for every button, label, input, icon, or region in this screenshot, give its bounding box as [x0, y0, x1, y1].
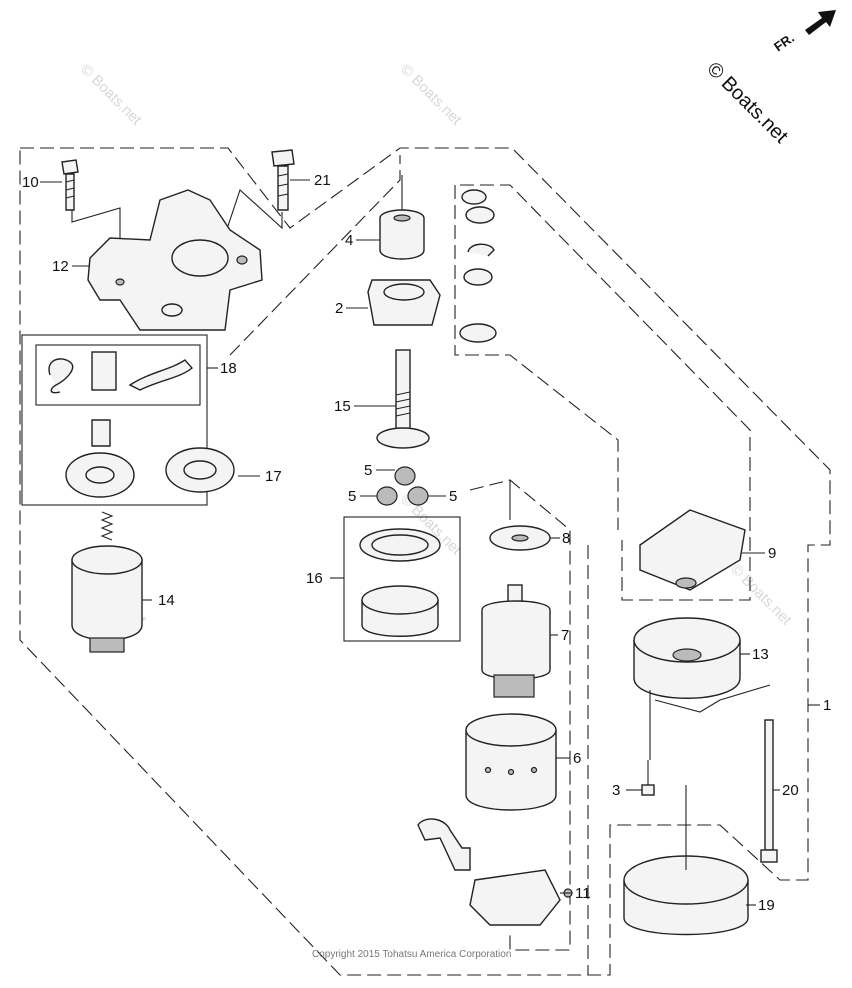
part-3-screw: [641, 760, 655, 796]
callout-12: 12: [52, 258, 69, 275]
seals-and-clips: [459, 189, 497, 343]
callout-5-right: 5: [449, 488, 457, 505]
callout-21: 21: [314, 172, 331, 189]
part-14-solenoid: [71, 511, 143, 653]
part-2-bearing-plate: [367, 279, 441, 326]
callout-14: 14: [158, 592, 175, 609]
part-11-brush-holder: [417, 818, 573, 926]
direction-label: FR.: [771, 30, 797, 54]
callout-17: 17: [265, 468, 282, 485]
part-18-clip-kit: [21, 334, 208, 506]
callout-16: 16: [306, 570, 323, 587]
callout-2: 2: [335, 300, 343, 317]
callout-5-top: 5: [364, 462, 372, 479]
part-4-pinion: [379, 209, 425, 260]
assembly-outlines: [19, 147, 831, 976]
callout-9: 9: [768, 545, 776, 562]
part-16-internal-gear: [343, 516, 461, 642]
part-20-through-bolt: [760, 719, 778, 863]
callout-19: 19: [758, 897, 775, 914]
front-direction-indicator: FR.: [771, 10, 836, 54]
callout-7: 7: [561, 627, 569, 644]
callout-6: 6: [573, 750, 581, 767]
callout-8: 8: [562, 530, 570, 547]
callout-5-left: 5: [348, 488, 356, 505]
misc-leader-lines: [401, 175, 771, 870]
part-10-bolt: [61, 159, 79, 211]
callout-18: 18: [220, 360, 237, 377]
part-19-cover: [623, 855, 749, 936]
watermark-1: © Boats.net: [77, 61, 145, 129]
part-17-gaskets: [65, 447, 235, 498]
part-15-shaft: [376, 349, 430, 449]
callout-1: 1: [823, 697, 831, 714]
callout-13: 13: [752, 646, 769, 663]
part-9-plate: [639, 509, 746, 591]
callout-15: 15: [334, 398, 351, 415]
part-6-yoke: [465, 713, 557, 811]
callout-leaders: [40, 179, 820, 906]
callout-3: 3: [612, 782, 620, 799]
part-21-bolt: [271, 149, 295, 211]
watermark-5: © Boats.net: [727, 561, 795, 629]
part-8-washer: [489, 525, 551, 551]
callout-labels: 10 21 12 4 2 15 18 17 14 5 5 5 16 8 7 6 …: [22, 172, 831, 914]
part-12-gear-housing: [87, 189, 263, 331]
watermark-2: © Boats.net: [397, 61, 465, 129]
callout-20: 20: [782, 782, 799, 799]
copyright-text: Copyright 2015 Tohatsu America Corporati…: [312, 949, 511, 960]
arrow-icon: [805, 10, 836, 35]
brand-watermark: © Boats.net: [702, 58, 792, 148]
callout-10: 10: [22, 174, 39, 191]
part-7-armature: [481, 584, 551, 698]
callout-4: 4: [345, 232, 353, 249]
callout-11: 11: [575, 885, 591, 902]
part-13-end-cap: [633, 617, 741, 699]
